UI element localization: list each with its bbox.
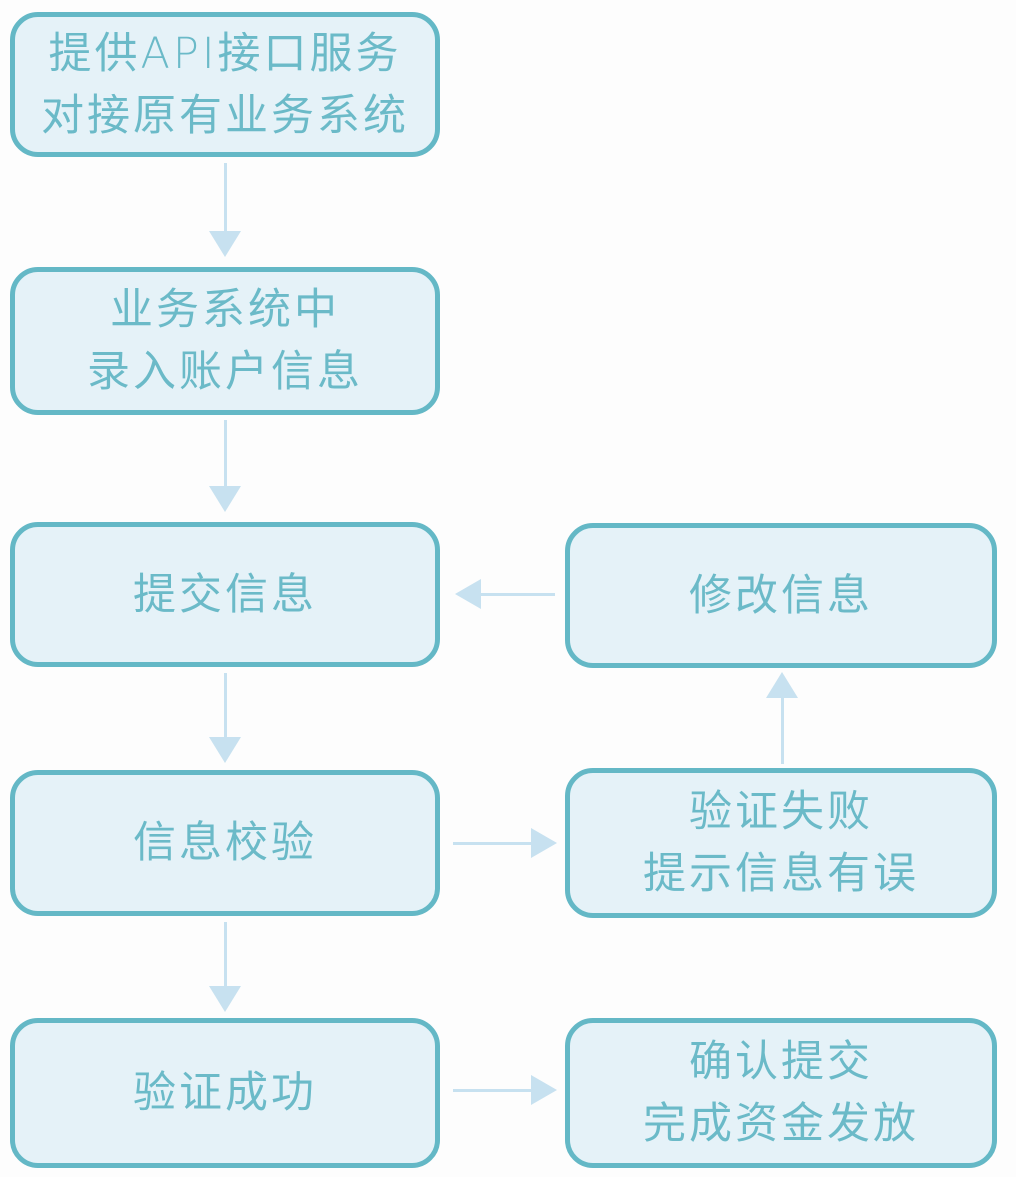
- arrow-shaft: [223, 673, 227, 739]
- node-submit-info-label: 提交信息: [133, 569, 317, 620]
- arrow-shaft: [223, 922, 227, 988]
- node-api-service-label: 提供API接口服务 对接原有业务系统: [41, 28, 409, 141]
- arrow-shaft: [453, 841, 533, 845]
- arrow-right-icon: [453, 1075, 557, 1105]
- node-confirm-submit-label: 确认提交 完成资金发放: [643, 1037, 919, 1149]
- node-verify-success: 验证成功: [10, 1018, 440, 1168]
- node-modify-info-label: 修改信息: [689, 570, 873, 621]
- arrow-shaft: [453, 1088, 533, 1092]
- node-verify-success-label: 验证成功: [133, 1068, 317, 1118]
- node-verify-failed: 验证失败 提示信息有误: [565, 768, 997, 918]
- arrow-down-icon: [209, 922, 241, 1012]
- arrow-head: [209, 231, 241, 257]
- arrow-up-icon: [766, 672, 798, 764]
- arrow-shaft: [479, 592, 555, 596]
- arrow-right-icon: [453, 828, 557, 858]
- node-api-service: 提供API接口服务 对接原有业务系统: [10, 12, 440, 157]
- node-confirm-submit: 确认提交 完成资金发放: [565, 1018, 997, 1168]
- node-verify-info: 信息校验: [10, 770, 440, 916]
- arrow-left-icon: [455, 579, 555, 609]
- arrow-head: [531, 828, 557, 858]
- node-submit-info: 提交信息: [10, 522, 440, 667]
- node-enter-account-label: 业务系统中 录入账户信息: [87, 285, 363, 397]
- node-verify-failed-label: 验证失败 提示信息有误: [643, 787, 919, 899]
- arrow-shaft: [223, 163, 227, 233]
- arrow-head: [455, 579, 481, 609]
- arrow-head: [766, 672, 798, 698]
- arrow-down-icon: [209, 673, 241, 763]
- arrow-down-icon: [209, 163, 241, 257]
- arrow-head: [209, 737, 241, 763]
- node-enter-account: 业务系统中 录入账户信息: [10, 267, 440, 415]
- arrow-shaft: [223, 420, 227, 488]
- node-verify-info-label: 信息校验: [133, 818, 317, 868]
- arrow-shaft: [780, 696, 784, 764]
- arrow-down-icon: [209, 420, 241, 512]
- arrow-head: [531, 1075, 557, 1105]
- arrow-head: [209, 486, 241, 512]
- node-modify-info: 修改信息: [565, 523, 997, 668]
- arrow-head: [209, 986, 241, 1012]
